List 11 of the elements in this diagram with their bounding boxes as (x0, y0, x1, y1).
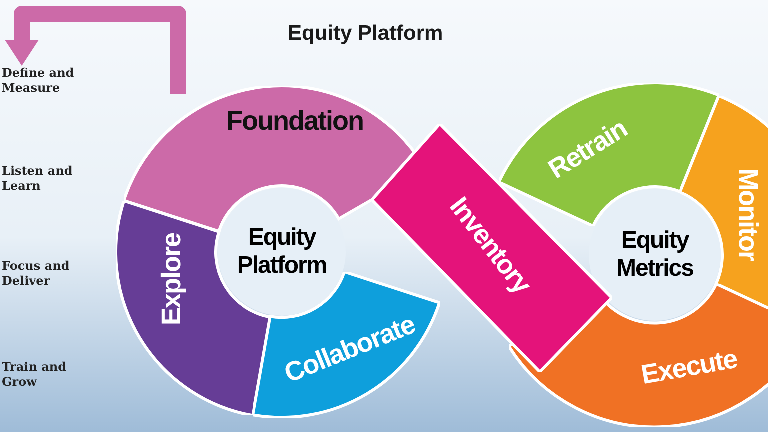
step-label: Define and Measure (2, 66, 92, 96)
segment-label: Explore (156, 234, 188, 326)
diagram-title: Equity Platform (288, 22, 444, 46)
step-label: Train and Grow (2, 360, 92, 390)
segment-label: Execute (640, 344, 740, 392)
segment-label: Monitor (732, 169, 764, 261)
hub-label: Equity Platform (236, 224, 328, 280)
step-label: Listen and Learn (2, 164, 92, 194)
hub-label: Equity Metrics (615, 227, 695, 283)
step-label: Focus and Deliver (2, 259, 92, 289)
segment-label: Foundation (226, 106, 364, 138)
